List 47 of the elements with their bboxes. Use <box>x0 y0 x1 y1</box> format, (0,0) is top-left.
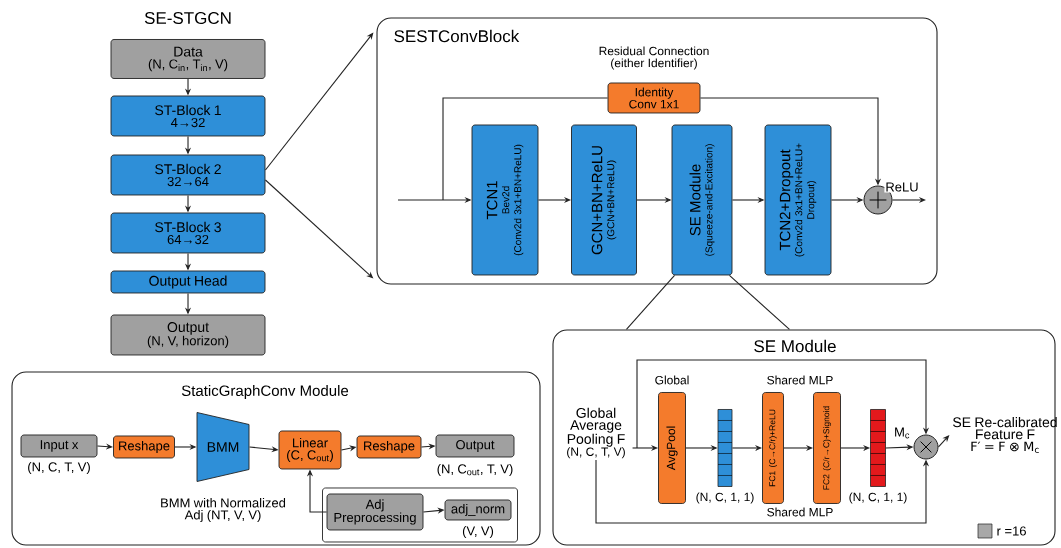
legend-text: r =16 <box>997 526 1026 536</box>
group-box <box>322 487 518 543</box>
caption-text: (V, V) <box>462 525 494 539</box>
process-box: FC1 (C→C/r)+ReLU <box>762 392 784 504</box>
annotation-text: SE Re-calibrated Feature F F′ = F ⊗ M$_{c}$ <box>953 416 1057 454</box>
annotation-text: SE-STGCN <box>144 12 231 24</box>
process-box: Identity Conv 1x1 <box>607 82 701 114</box>
connector-line <box>442 97 609 201</box>
annotation-text: Global Average Pooling F (N, C, T, V) <box>567 407 625 459</box>
process-box: Linear (C, C$_{out}$) <box>278 430 342 470</box>
edge-label: ReLU <box>884 181 920 193</box>
process-box: FC2 (C/r→C)+Signoid <box>813 392 841 504</box>
edge-label: M$_{c}$ <box>893 426 911 440</box>
caption-text: (N, C, 1, 1) <box>696 492 754 504</box>
process-box: ST-Block 3 64→32 <box>110 212 266 254</box>
caption-text: Global <box>655 375 689 385</box>
process-box: Data (N, C$_{in}$, T$_{in}$, V) <box>110 39 266 79</box>
process-box: AvgPool <box>658 392 686 504</box>
operator-circle <box>913 434 939 460</box>
process-box: GCN+BN+ReLU (GCN+BN+ReLU) <box>571 124 637 276</box>
annotation-text: Shared MLP <box>767 375 833 385</box>
process-box: TCN1 Bev2d (Conv2d 3x1+BN+ReLU) <box>471 124 539 276</box>
annotation-text: Shared MLP <box>767 507 833 517</box>
caption-text: (N, C, T, V) <box>28 461 90 475</box>
process-box: Reshape <box>356 435 422 459</box>
connector-line <box>728 274 790 330</box>
process-box: Output Head <box>110 270 266 294</box>
process-box: Input x <box>20 434 98 458</box>
process-box: Reshape <box>113 435 175 459</box>
process-box: Output <box>435 434 515 458</box>
vector-bar <box>717 409 733 487</box>
caption-text: (N, C, 1, 1) <box>849 492 907 504</box>
connector-line <box>625 274 676 330</box>
process-box: ST-Block 2 32→64 <box>110 154 266 196</box>
arrow <box>636 359 930 449</box>
process-box: ST-Block 1 4→32 <box>110 95 266 137</box>
caption-text: (N, C$_{out}$, T, V) <box>437 463 513 477</box>
process-box: TCN2+Dropout (Conv2d 3x1+BN+ReLU+ Dropout) <box>764 124 832 276</box>
process-box: adj_norm <box>444 499 512 521</box>
process-box: Output (N, V, horizon) <box>110 314 266 356</box>
caption-text: Residual Connection (either Identifier) <box>599 46 709 70</box>
process-box: SE Module (Squeeze-and-Excitation) <box>671 124 733 276</box>
vector-bar <box>870 409 886 487</box>
process-box: Adj Preprocessing <box>326 493 424 531</box>
caption-text: BMM with Normalized Adj (NT, V, V) <box>161 497 286 523</box>
trapezoid-block: BMM <box>196 412 250 482</box>
arrow <box>937 435 950 448</box>
